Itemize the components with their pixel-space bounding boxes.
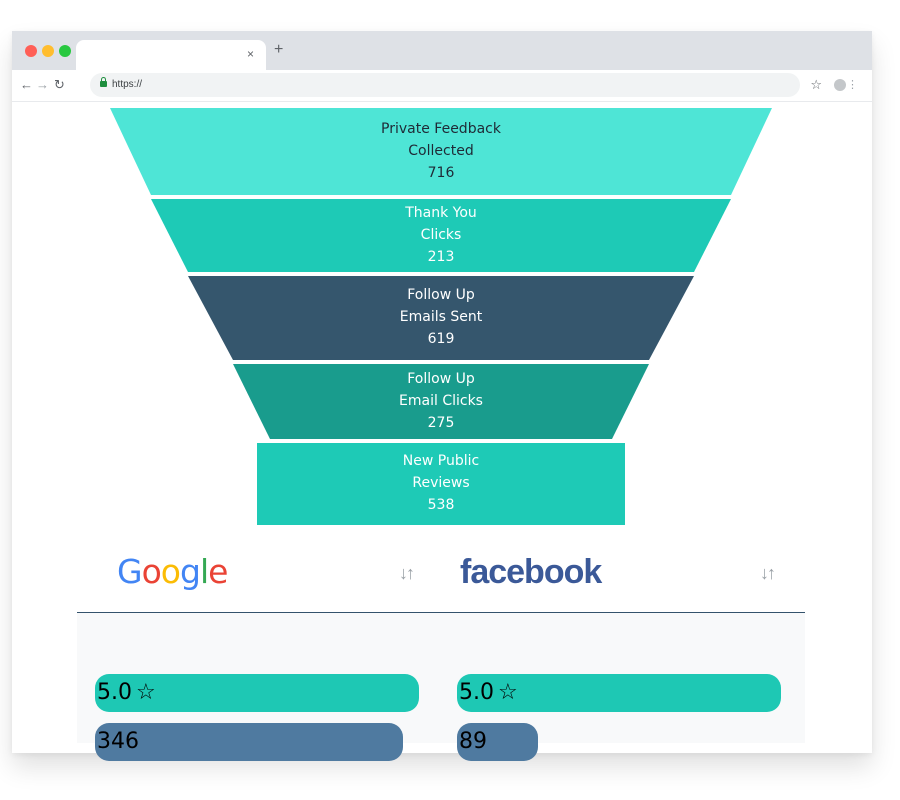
back-arrow-icon[interactable]: ← xyxy=(20,77,33,92)
funnel-stage-5 xyxy=(257,443,625,525)
google-logo: Google xyxy=(117,552,228,591)
profile-avatar-icon[interactable] xyxy=(834,79,846,91)
funnel-stage-name: Private Feedback xyxy=(381,120,501,137)
funnel-stage-1 xyxy=(110,108,772,195)
browser-menu-icon[interactable]: ⋮ xyxy=(847,79,858,91)
facebook-rating-bar: 5.0☆ xyxy=(457,674,781,712)
star-outline-icon: ☆ xyxy=(136,680,156,705)
funnel-stage-value: 213 xyxy=(427,248,455,265)
section-divider xyxy=(77,612,805,613)
forward-arrow-icon[interactable]: → xyxy=(36,77,49,92)
funnel-stage-label: Follow Up Email Clicks 275 xyxy=(399,368,483,434)
funnel-stage-value: 716 xyxy=(427,164,455,181)
google-review-count: 346 xyxy=(97,729,139,754)
facebook-review-count: 89 xyxy=(459,729,487,754)
google-rating-value: 5.0 xyxy=(97,680,132,705)
funnel-stage-name: Email Clicks xyxy=(399,392,483,409)
funnel-stage-2 xyxy=(151,199,731,272)
google-rating-bar: 5.0☆ xyxy=(95,674,419,712)
close-window-button[interactable] xyxy=(25,45,37,57)
funnel-stage-value: 619 xyxy=(427,331,455,347)
funnel-chart xyxy=(110,108,772,525)
facebook-sort-arrows-icon[interactable]: ↓↑ xyxy=(760,563,776,583)
funnel-stage-label: Follow Up Emails Sent 619 xyxy=(400,284,482,350)
maximize-window-button[interactable] xyxy=(59,45,71,57)
star-outline-icon: ☆ xyxy=(498,680,518,705)
funnel-stage-value: 275 xyxy=(427,414,455,431)
lock-icon xyxy=(100,77,107,87)
url-text[interactable]: https:// xyxy=(112,79,143,90)
funnel-stage-name: New Public xyxy=(402,453,480,469)
funnel-stage-name: Reviews xyxy=(412,475,470,491)
funnel-stage-4 xyxy=(233,364,649,439)
facebook-logo: facebook xyxy=(460,553,602,591)
address-bar[interactable]: https:// xyxy=(90,73,800,97)
funnel-stage-name: Emails Sent xyxy=(399,309,483,325)
facebook-rating-value: 5.0 xyxy=(459,680,494,705)
tab-close-icon[interactable]: × xyxy=(246,47,254,61)
funnel-stage-3 xyxy=(188,276,694,360)
funnel-stage-name: Collected xyxy=(408,142,474,159)
new-tab-button[interactable]: + xyxy=(274,41,284,58)
funnel-stage-name: Follow Up xyxy=(407,370,475,387)
facebook-review-count-bar: 89 xyxy=(457,723,538,761)
funnel-stage-name: Thank You xyxy=(405,204,477,221)
address-toolbar: ← → ↻ https:// ☆ ⋮ xyxy=(12,70,872,102)
funnel-stage-name: Follow Up xyxy=(407,287,475,303)
funnel-stage-name: Clicks xyxy=(420,226,462,243)
google-review-count-bar: 346 xyxy=(95,723,403,761)
bookmark-star-icon[interactable]: ☆ xyxy=(810,77,822,92)
minimize-window-button[interactable] xyxy=(42,45,54,57)
google-sort-arrows-icon[interactable]: ↓↑ xyxy=(399,563,415,583)
funnel-stage-value: 538 xyxy=(427,497,455,513)
reload-icon[interactable]: ↻ xyxy=(54,77,65,92)
tab-strip: × + xyxy=(12,31,872,70)
browser-tab[interactable]: × xyxy=(76,40,266,70)
